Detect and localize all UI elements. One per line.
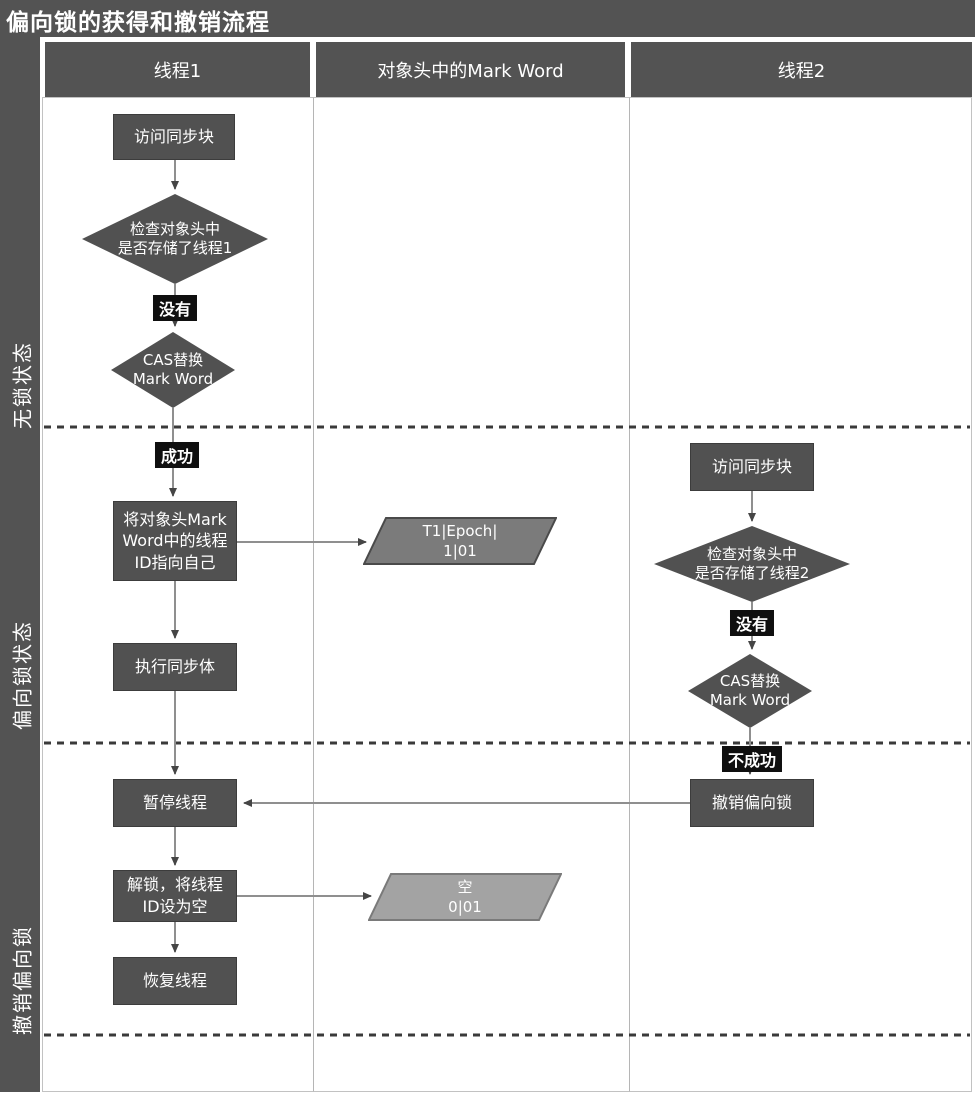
t2-cas-replace-decision: CAS替换 Mark Word: [688, 654, 812, 728]
t2-check-header-decision: 检查对象头中 是否存储了线程2: [654, 526, 850, 602]
t1-cas-replace-decision: CAS替换 Mark Word: [111, 332, 235, 408]
t1-point-thread-id: 将对象头Mark Word中的线程 ID指向自己: [113, 501, 237, 581]
t1-unlock-clear-id: 解锁，将线程 ID设为空: [113, 870, 237, 922]
t2-revoke-biased-lock: 撤销偏向锁: [690, 779, 814, 827]
page-title: 偏向锁的获得和撤销流程: [6, 10, 270, 36]
t1-label-no: 没有: [152, 295, 198, 321]
t2-label-no: 没有: [729, 610, 775, 636]
phase-sidebar: [0, 37, 40, 1092]
lane-header-thread2: 线程2: [631, 42, 972, 97]
phase-label-lock-free: 无锁状态: [10, 341, 35, 429]
phase-label-revoke: 撤销偏向锁: [10, 925, 35, 1035]
markword-empty: 空 0|01: [368, 873, 562, 921]
t1-execute-sync-body: 执行同步体: [113, 643, 237, 691]
lane-header-markword: 对象头中的Mark Word: [316, 42, 625, 97]
markword-empty-text: 空 0|01: [448, 877, 482, 916]
markword-biased-t1-text: T1|Epoch| 1|01: [422, 521, 498, 560]
lane-header-thread1: 线程1: [45, 42, 310, 97]
t1-access-sync-block: 访问同步块: [113, 114, 235, 160]
t1-resume-thread: 恢复线程: [113, 957, 237, 1005]
t1-label-success: 成功: [154, 442, 200, 468]
t2-access-sync-block: 访问同步块: [690, 443, 814, 491]
t1-pause-thread: 暂停线程: [113, 779, 237, 827]
t1-check-header-decision: 检查对象头中 是否存储了线程1: [82, 194, 268, 284]
t2-label-fail: 不成功: [721, 746, 783, 772]
phase-label-biased: 偏向锁状态: [10, 620, 35, 730]
title-bar: 偏向锁的获得和撤销流程: [0, 0, 975, 37]
markword-biased-t1: T1|Epoch| 1|01: [363, 517, 557, 565]
